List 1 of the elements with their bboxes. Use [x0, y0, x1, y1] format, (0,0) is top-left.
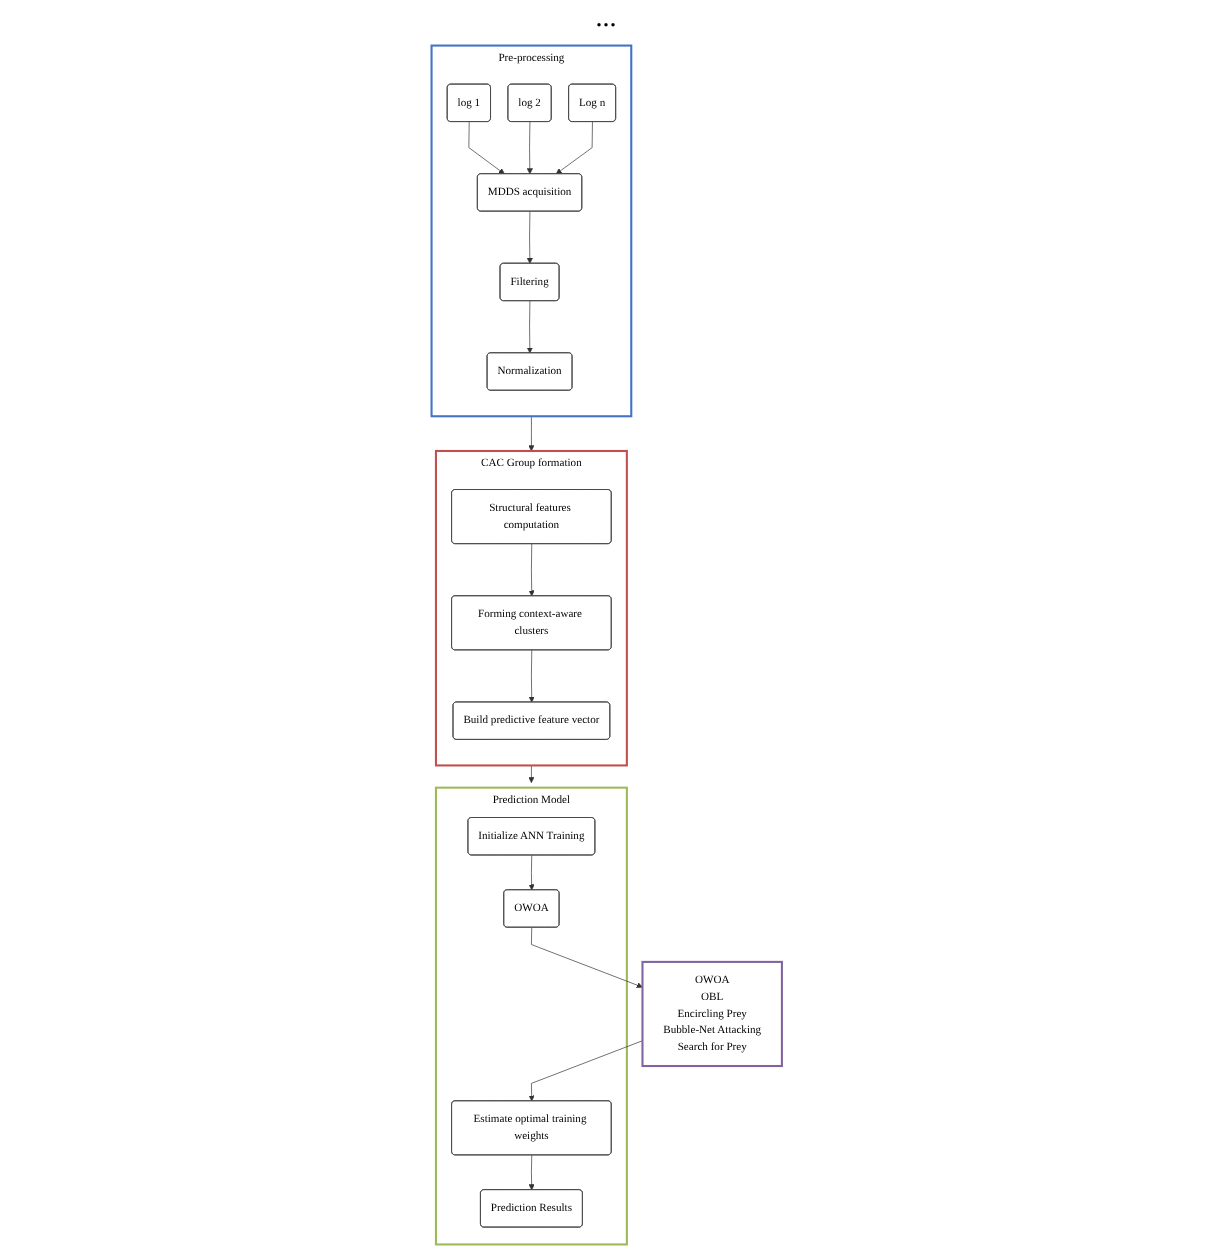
ellipsis-label: ... — [595, 4, 617, 34]
